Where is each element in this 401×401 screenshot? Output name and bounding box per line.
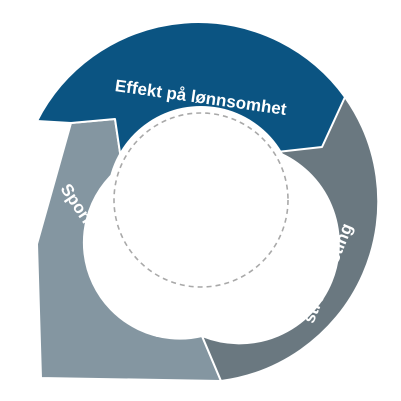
segment-finansiell-stresstesting — [201, 96, 380, 382]
center-dashed-ring — [113, 112, 289, 288]
center-hub — [107, 106, 295, 294]
